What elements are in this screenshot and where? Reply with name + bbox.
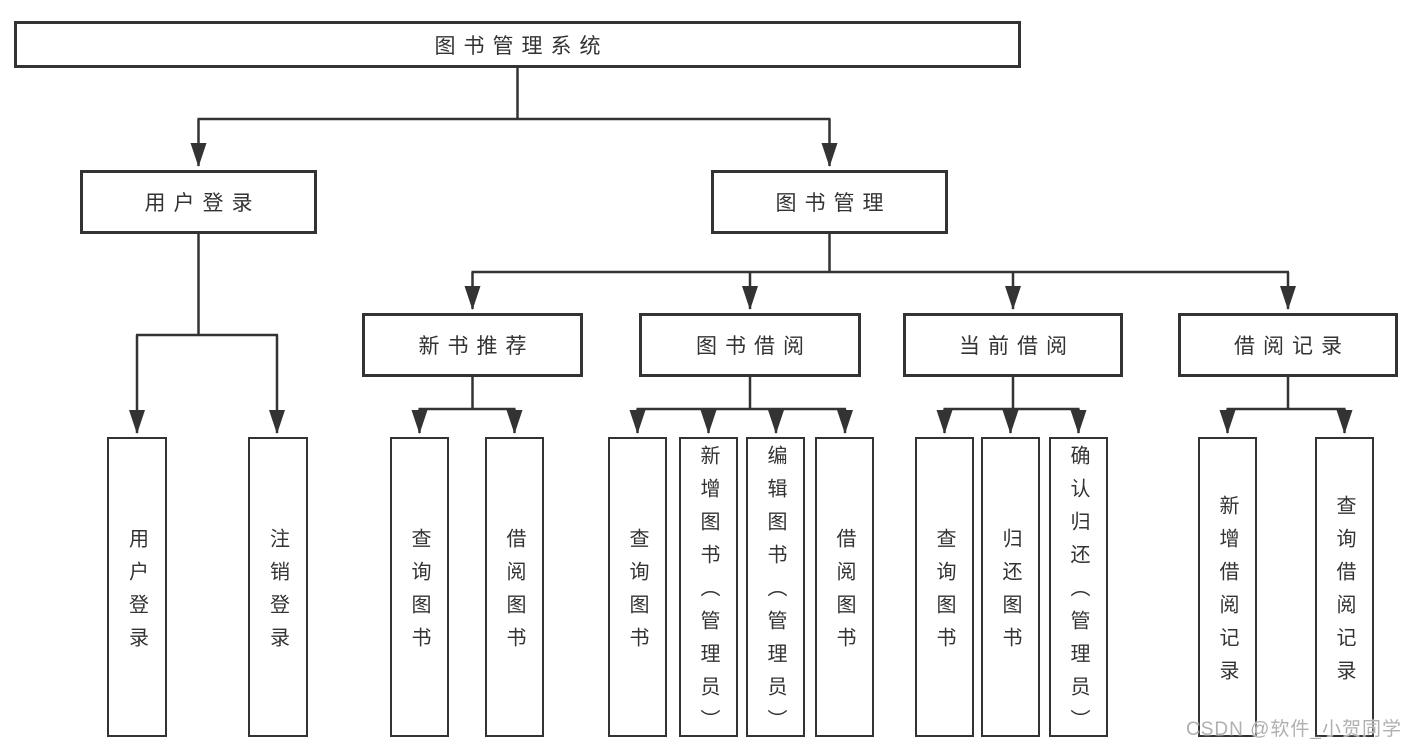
- node-label: 图书管理系统: [434, 34, 609, 58]
- node-current-borrowing: 当前借阅: [903, 313, 1123, 377]
- node-label: 用户登录: [144, 192, 261, 215]
- node-leaf-return-books: 归还图书: [981, 437, 1040, 737]
- connector-borrow-records-branch: [1219, 377, 1353, 434]
- node-leaf-query-books-current: 查询图书: [915, 437, 974, 737]
- node-leaf-edit-books-admin: 编辑图书（管理员）: [746, 437, 805, 742]
- node-label: 新书推荐: [418, 335, 535, 358]
- node-leaf-add-borrow-record: 新增借阅记录: [1198, 437, 1257, 737]
- node-label: 查询图书: [626, 527, 648, 660]
- node-borrowing-records: 借阅记录: [1178, 313, 1398, 377]
- node-label: 查询图书: [408, 527, 430, 660]
- node-label: 查询借阅记录: [1333, 494, 1355, 693]
- node-new-book-recommendation: 新书推荐: [362, 313, 583, 377]
- node-leaf-query-borrow-record: 查询借阅记录: [1315, 437, 1374, 737]
- node-book-management: 图书管理: [711, 170, 948, 234]
- node-label: 借阅图书: [833, 527, 855, 660]
- connector-root-to-level2: [190, 68, 838, 167]
- connector-book-borrow-branch: [629, 377, 853, 434]
- connector-current-borrow-branch: [936, 377, 1087, 434]
- csdn-watermark: CSDN @软件_小贺同学: [1186, 719, 1402, 740]
- node-label: 新增图书（管理员）: [697, 445, 719, 742]
- node-label: 当前借阅: [959, 335, 1075, 358]
- node-label: 注销登录: [266, 527, 289, 660]
- node-label: 图书借阅: [696, 335, 812, 358]
- node-label: 图书管理: [775, 192, 892, 215]
- connector-book-management-branch: [464, 234, 1296, 310]
- node-label: 新增借阅记录: [1216, 494, 1238, 693]
- node-label: 借阅记录: [1234, 335, 1350, 358]
- node-label: 用户登录: [125, 527, 148, 660]
- node-book-borrowing: 图书借阅: [639, 313, 861, 377]
- node-leaf-user-login: 用户登录: [107, 437, 167, 737]
- node-label: 归还图书: [999, 527, 1021, 660]
- node-leaf-query-books-recommend: 查询图书: [390, 437, 449, 737]
- node-leaf-borrow-books-recommend: 借阅图书: [485, 437, 544, 737]
- connector-user-login-branch: [129, 234, 285, 434]
- node-leaf-borrow-books: 借阅图书: [815, 437, 874, 737]
- node-label: 借阅图书: [503, 527, 525, 660]
- node-leaf-confirm-return-admin: 确认归还（管理员）: [1049, 437, 1108, 742]
- connector-new-book-branch: [411, 377, 523, 434]
- node-leaf-add-books-admin: 新增图书（管理员）: [679, 437, 738, 742]
- node-label: 确认归还（管理员）: [1067, 445, 1089, 742]
- node-user-login: 用户登录: [80, 170, 317, 234]
- node-leaf-query-books-borrow: 查询图书: [608, 437, 667, 737]
- node-label: 查询图书: [933, 527, 955, 660]
- node-leaf-logout: 注销登录: [248, 437, 308, 737]
- node-library-management-system: 图书管理系统: [14, 21, 1021, 68]
- node-label: 编辑图书（管理员）: [764, 445, 786, 742]
